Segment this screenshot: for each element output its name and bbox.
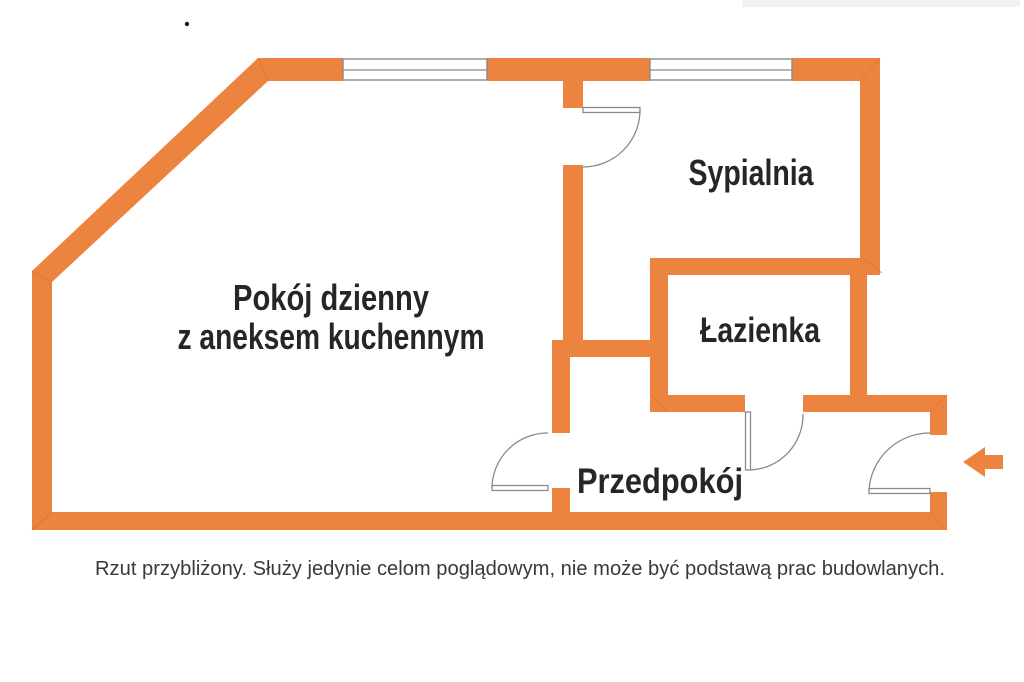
wall-bathroom-bottom-left (650, 395, 745, 412)
wall-top-right-segment (792, 58, 880, 81)
door-leaf (582, 106, 641, 114)
door-swing-arc (491, 432, 549, 489)
door-leaf (491, 484, 549, 492)
bedroom-label: Sypialnia (689, 152, 815, 193)
corner-seams (31, 57, 948, 531)
watermark-artifact (742, 0, 1020, 7)
wall-top-mid-segment (487, 58, 650, 81)
wall-left (32, 271, 52, 530)
wall-bathroom-left (650, 258, 668, 395)
wall-diagonal (32, 58, 268, 282)
door-leaf (868, 487, 931, 495)
hallway-label: Przedpokój (577, 462, 743, 501)
door-swing-arc (582, 109, 641, 168)
wall-hall-left-lower (552, 488, 570, 512)
disclaimer-caption: Rzut przybliżony. Służy jedynie celom po… (95, 558, 945, 580)
bathroom-door (744, 411, 804, 471)
wall-divider-upper (563, 81, 583, 108)
living-room-label-line2: z aneksem kuchennym (178, 316, 485, 357)
wall-divider-lower (563, 165, 583, 357)
entrance-door (868, 432, 931, 495)
wall-bottom (32, 512, 947, 530)
entrance-arrow-icon (963, 447, 1003, 477)
interior-walls (552, 81, 947, 512)
wall-hall-left-upper (552, 357, 570, 433)
window-2 (649, 58, 793, 81)
exterior-walls (32, 58, 947, 530)
living-room-door (491, 432, 549, 492)
wall-nook-bottom (552, 340, 668, 357)
living-room-label-line1: Pokój dzienny (233, 277, 429, 318)
wall-right-bedroom (860, 58, 880, 275)
wall-top-left-segment (258, 58, 343, 81)
door-swing-arc (750, 413, 804, 471)
stray-dot (184, 21, 190, 27)
window-1 (342, 58, 488, 81)
door-leaf (744, 411, 752, 471)
bathroom-label: Łazienka (700, 311, 820, 350)
wall-bathroom-bottom-right (803, 395, 947, 412)
wall-right-entry-lower (930, 492, 947, 530)
wall-bedroom-bottom (650, 258, 880, 275)
bedroom-door (582, 106, 641, 168)
door-swing-arc (868, 432, 931, 491)
wall-right-entry-upper (930, 412, 947, 435)
wall-bathroom-right (850, 275, 867, 395)
